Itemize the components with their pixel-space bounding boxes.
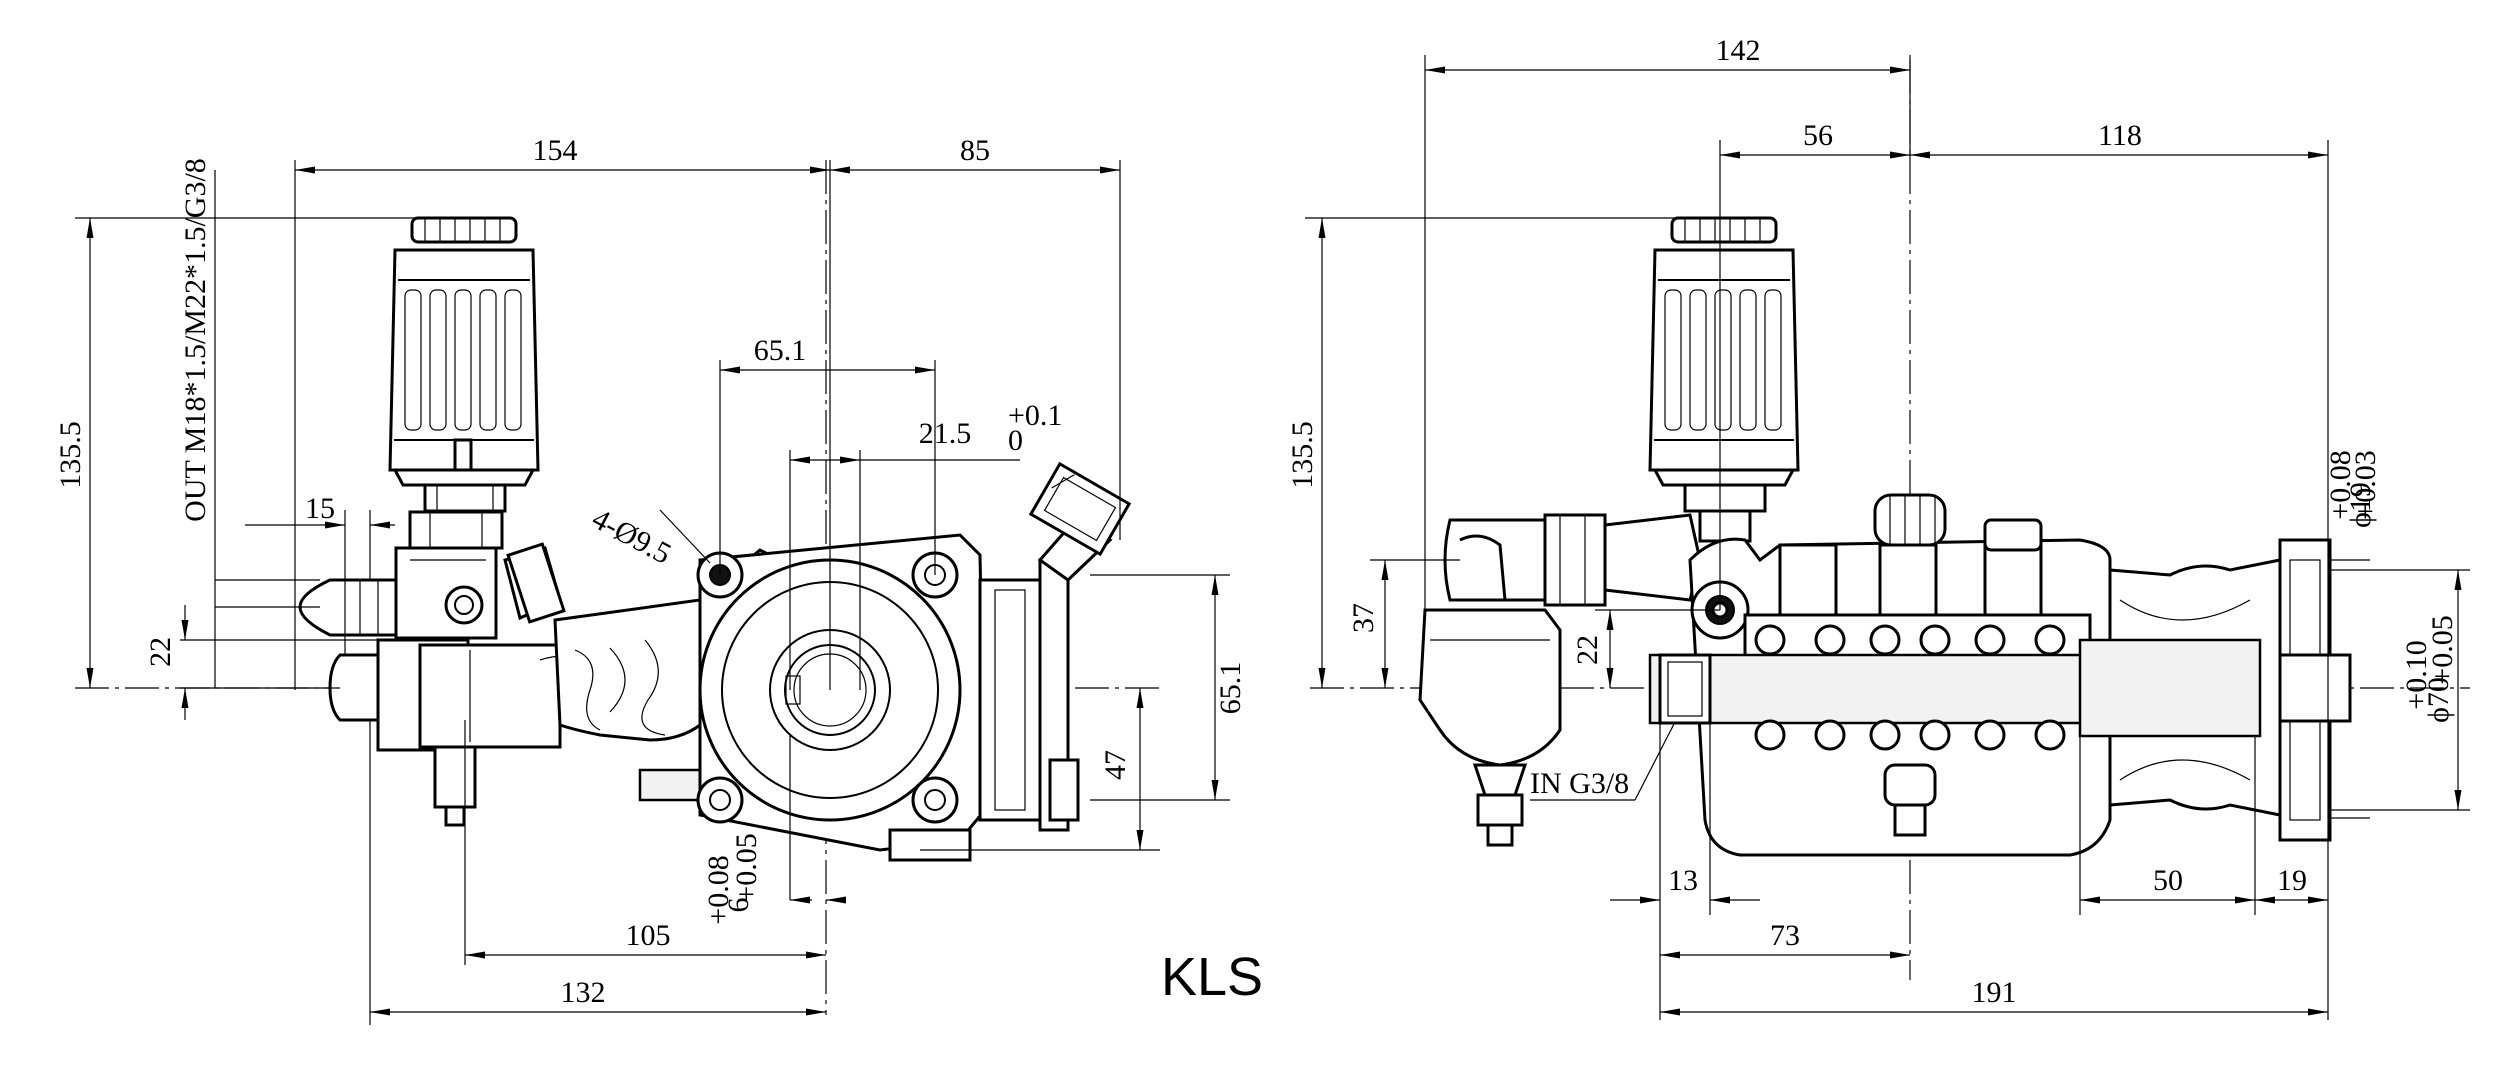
- dim-118-label: 118: [2098, 119, 2142, 152]
- dim-135-5-right: 135.5: [1286, 217, 1680, 688]
- shaft-tol-lower: +0.03: [2349, 450, 2382, 519]
- unloader-valve-body: [298, 510, 566, 640]
- flange-tol-upper: +0.10: [2400, 640, 2433, 709]
- dim-19-label: 19: [2277, 864, 2307, 897]
- left-view: 154 85 65.1 21.5 +0.1 0: [54, 134, 1247, 1025]
- pump-housing: [696, 533, 1080, 862]
- right-pump-body: [1648, 493, 2112, 857]
- dim-73-label: 73: [1770, 919, 1800, 952]
- regulator-knob: [388, 216, 540, 513]
- dim-22-left: 22: [144, 605, 400, 720]
- dim-47: 47: [920, 688, 1160, 851]
- dim-73: 73: [1660, 919, 1910, 959]
- dim-13: 13: [1610, 720, 1760, 1020]
- holes-label: 4-Ø9.5: [587, 502, 677, 571]
- dim-142-label: 142: [1716, 34, 1761, 67]
- dim-50-label: 50: [2153, 864, 2183, 897]
- flange-diameter-dim: ϕ70 +0.10 +0.05: [2330, 569, 2470, 811]
- inlet-callout: IN G3/8: [1530, 721, 1676, 801]
- dim-21-5-label: 21.5: [919, 417, 972, 450]
- shaft-tol-upper: +0.08: [2324, 450, 2357, 519]
- shaft-diameter-callout: ϕ19 +0.08 +0.03: [2324, 450, 2382, 819]
- dim-65-1-top: 65.1: [719, 334, 936, 575]
- dim-15: 15: [245, 492, 395, 655]
- dim-154-label: 154: [533, 134, 578, 167]
- dim-21-5-tol-lower: 0: [1008, 424, 1023, 457]
- dim-6-label: 6: [722, 898, 755, 913]
- dim-85: 85: [830, 134, 1121, 540]
- flange-diameter-label: ϕ70: [2422, 677, 2455, 723]
- dim-22-left-label: 22: [144, 637, 177, 667]
- dim-135-5-right-label: 135.5: [1286, 421, 1319, 489]
- dim-191-label: 191: [1972, 976, 2017, 1009]
- right-regulator-knob: [1648, 216, 1800, 543]
- dim-22-right: 22: [1571, 609, 1720, 688]
- right-shaft-flange: [2078, 538, 2352, 842]
- dim-19: 19: [2255, 864, 2328, 904]
- dim-191: 191: [1660, 976, 2328, 1016]
- outlet-thread-label: OUT M18*1.5/M22*1.5/G3/8: [179, 158, 212, 522]
- dim-105-label: 105: [626, 919, 671, 952]
- dim-132: 132: [369, 720, 826, 1025]
- dim-37: 37: [1347, 559, 1460, 688]
- inlet-label: IN G3/8: [1530, 767, 1629, 800]
- dim-6: 6 +0.08 +0.05: [702, 735, 846, 925]
- dim-47-label: 47: [1099, 750, 1132, 780]
- dim-135-5-left: 135.5: [54, 217, 420, 688]
- dim-154: 154: [294, 134, 831, 690]
- dim-6-tol-lower: +0.05: [730, 833, 763, 902]
- outlet-fitting: [1028, 461, 1132, 582]
- dim-85-label: 85: [960, 134, 990, 167]
- holes-callout: 4-Ø9.5: [587, 502, 711, 571]
- dim-21-5: 21.5 +0.1 0: [789, 399, 1062, 690]
- right-view: 142 56 118 135.5 37 22: [1286, 34, 2470, 1020]
- dim-56-label: 56: [1803, 119, 1833, 152]
- dim-132-label: 132: [561, 976, 606, 1009]
- dim-21-5-tol-upper: +0.1: [1008, 399, 1062, 432]
- dim-118: 118: [1910, 119, 2329, 1020]
- drawing-title: KLS: [1161, 947, 1263, 1007]
- dim-56: 56: [1719, 119, 1910, 610]
- dim-135-5-left-label: 135.5: [54, 421, 87, 489]
- flange-tol-lower: +0.05: [2426, 615, 2459, 684]
- dim-13-label: 13: [1668, 864, 1698, 897]
- dim-15-label: 15: [305, 492, 335, 525]
- shaft-diameter-label: ϕ19: [2344, 482, 2377, 528]
- dim-22-right-label: 22: [1571, 635, 1604, 665]
- dim-37-label: 37: [1347, 603, 1380, 633]
- right-inlet-assembly: [1418, 513, 1702, 847]
- inlet-fitting: [328, 638, 621, 827]
- dim-6-tol-upper: +0.08: [702, 855, 735, 924]
- dim-50: 50: [2079, 736, 2256, 915]
- dim-142: 142: [1424, 34, 1911, 610]
- dim-105: 105: [464, 720, 826, 965]
- dim-65-1-side-label: 65.1: [1214, 662, 1247, 715]
- outlet-thread-callout: OUT M18*1.5/M22*1.5/G3/8: [179, 158, 320, 688]
- dim-65-1-top-label: 65.1: [754, 334, 807, 367]
- dim-65-1-side: 65.1: [1090, 574, 1247, 801]
